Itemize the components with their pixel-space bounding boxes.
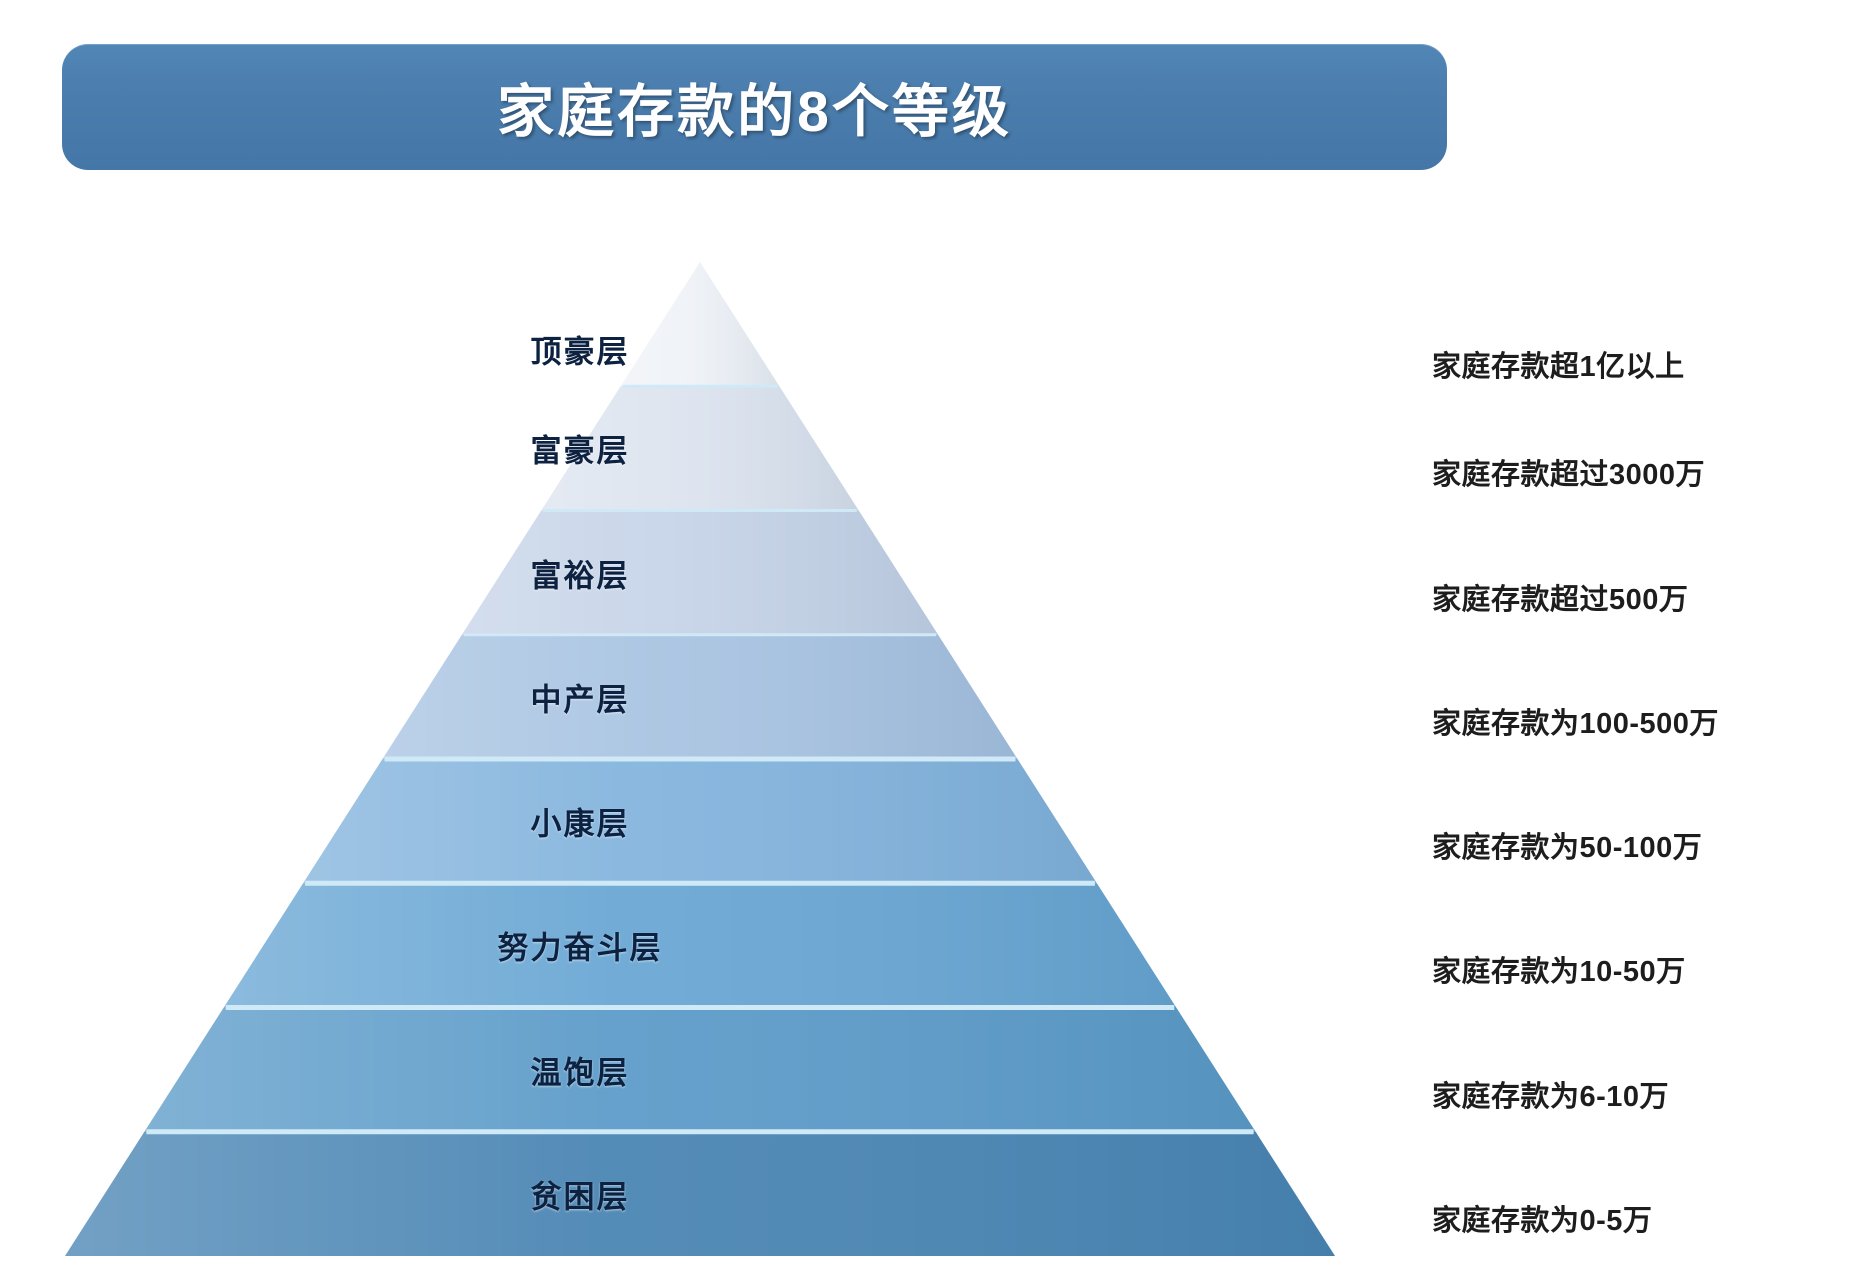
annotation-column: 家庭存款超1亿以上家庭存款超过3000万家庭存款超过500万家庭存款为100-5… [1432, 0, 1852, 1280]
tier-annotation: 家庭存款为0-5万 [1432, 1204, 1653, 1237]
pyramid-tier-label: 贫困层 [530, 1179, 630, 1215]
tier-annotation: 家庭存款为50-100万 [1432, 832, 1703, 865]
pyramid-tier-label: 小康层 [530, 806, 630, 842]
tier-annotation: 家庭存款超过3000万 [1432, 459, 1706, 492]
pyramid-tier-label: 富豪层 [530, 433, 630, 469]
pyramid-tier-gloss [223, 883, 1177, 1008]
pyramid-tier-gloss [461, 510, 939, 635]
tier-annotation: 家庭存款为100-500万 [1432, 707, 1719, 740]
tier-annotation: 家庭存款为6-10万 [1432, 1080, 1670, 1113]
pyramid-tier-label: 富裕层 [530, 558, 630, 594]
tier-annotation: 家庭存款为10-50万 [1432, 956, 1686, 989]
pyramid-tier-label: 中产层 [530, 682, 630, 718]
pyramid-tier-gloss [144, 1007, 1256, 1132]
pyramid-tier-label: 温饱层 [530, 1055, 630, 1091]
pyramid-tier-label: 努力奋斗层 [497, 930, 663, 966]
pyramid-svg [65, 262, 1335, 1256]
pyramid-tier-gloss [65, 1131, 1335, 1256]
tier-annotation: 家庭存款超过500万 [1432, 583, 1689, 616]
page-title: 家庭存款的8个等级 [497, 80, 1012, 144]
pyramid-tier-gloss [620, 262, 780, 387]
pyramid-diagram: 顶豪层富豪层富裕层中产层小康层努力奋斗层温饱层贫困层 [65, 262, 1335, 1256]
tier-annotation: 家庭存款超1亿以上 [1432, 351, 1685, 384]
pyramid-tier-gloss [541, 386, 859, 511]
pyramid-tier-gloss [303, 759, 1097, 884]
pyramid-tier-gloss [382, 634, 1018, 759]
pyramid-tier-label: 顶豪层 [530, 334, 630, 370]
title-banner: 家庭存款的8个等级 [62, 44, 1447, 170]
